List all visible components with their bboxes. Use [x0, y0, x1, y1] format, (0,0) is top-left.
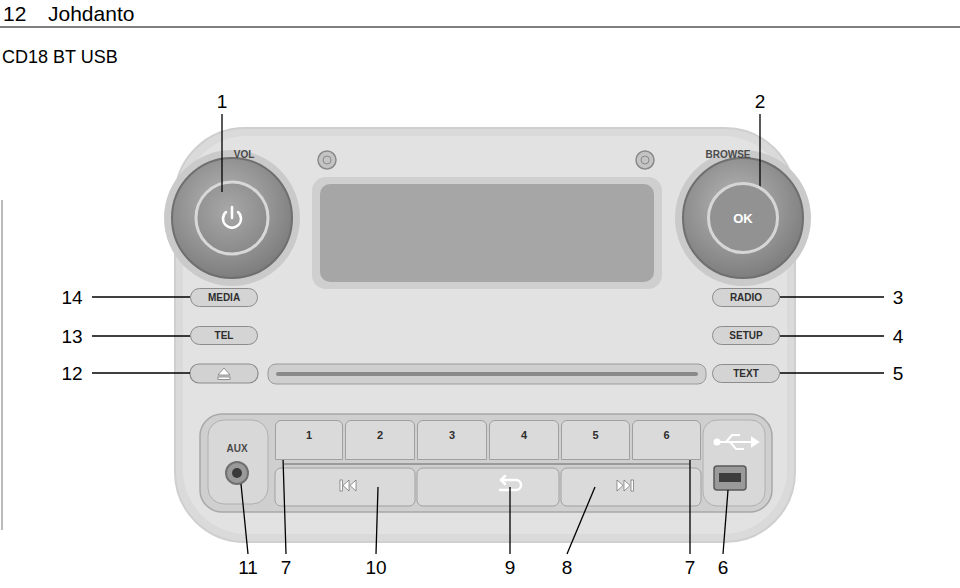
text-button: TEXT: [712, 364, 780, 383]
button-label: MEDIA: [208, 293, 240, 303]
power-button: [196, 182, 268, 254]
previous-button: [275, 468, 415, 506]
tel-button: TEL: [190, 326, 258, 345]
knob-label: VOL: [234, 150, 255, 160]
setup-button: SETUP: [712, 326, 780, 345]
lower-panel: [200, 414, 772, 512]
button-label: 4: [521, 430, 527, 441]
callout-number: 2: [755, 92, 766, 111]
aux-socket: [226, 462, 248, 484]
usb-symbol: [715, 435, 759, 449]
callout-number: 7: [685, 558, 696, 577]
media-button: MEDIA: [190, 288, 258, 307]
eject-symbol: [218, 368, 230, 380]
preset-button: 4: [489, 420, 559, 460]
preset-button: 3: [417, 420, 487, 460]
callout-number: 4: [893, 327, 904, 346]
preset-divider: [284, 463, 690, 465]
preset-button: 2: [345, 420, 415, 460]
ok-button: OK: [707, 182, 779, 254]
power-symbol: [223, 207, 241, 228]
callout-number: 8: [562, 558, 573, 577]
screw: [636, 151, 654, 169]
callout-number: 5: [893, 364, 904, 383]
header-rule: [0, 27, 960, 28]
aux-socket-hole: [232, 468, 242, 478]
callout-number: 3: [893, 288, 904, 307]
callout-number: 6: [718, 558, 729, 577]
callout-number: 12: [61, 364, 82, 383]
aux-area: [208, 420, 268, 504]
section-title: CD18 BT USB: [2, 48, 118, 66]
screen-bezel: [312, 177, 662, 289]
button-label: 3: [449, 430, 455, 441]
button-label: 2: [377, 430, 383, 441]
preset-button: 1: [275, 420, 343, 460]
usb-area: [703, 420, 765, 506]
callout-number: 14: [61, 288, 82, 307]
callout-number: 10: [365, 558, 386, 577]
button-label: TEL: [215, 331, 234, 341]
page-number: 12: [3, 3, 26, 24]
preset-button: 5: [561, 420, 630, 460]
screw: [318, 151, 336, 169]
button-label: SETUP: [729, 331, 762, 341]
display-screen: [320, 184, 654, 282]
callout-number: 11: [238, 558, 258, 577]
chapter-heading: Johdanto: [48, 3, 134, 24]
leader-lines: [92, 114, 884, 554]
knob-bezel: [164, 150, 300, 286]
radio-button: RADIO: [712, 288, 780, 307]
callout-number: 7: [281, 558, 292, 577]
next-button: [561, 468, 701, 506]
callout-number: 1: [217, 92, 228, 111]
knob-label: BROWSE: [706, 150, 751, 160]
volume-knob: [172, 158, 292, 278]
knob-bezel: [675, 150, 811, 286]
previous-symbol: [340, 480, 356, 491]
back-button: [417, 468, 559, 506]
button-label: RADIO: [730, 293, 762, 303]
cd-slot: [276, 372, 698, 376]
socket-label: AUX: [226, 444, 247, 454]
button-label: 5: [592, 430, 598, 441]
callout-number: 9: [505, 558, 516, 577]
usb-port: [714, 466, 746, 490]
eject-button: [190, 364, 258, 383]
button-label: 6: [663, 430, 669, 441]
browse-knob: [683, 158, 803, 278]
next-symbol: [617, 480, 634, 491]
cd-slot-bezel: [268, 364, 706, 384]
button-label: 1: [306, 430, 312, 441]
preset-button: 6: [632, 420, 701, 460]
button-label: TEXT: [733, 369, 759, 379]
usb-port-opening: [719, 473, 741, 482]
margin-line: [2, 200, 3, 530]
button-label: OK: [733, 212, 753, 225]
callout-number: 13: [61, 327, 82, 346]
